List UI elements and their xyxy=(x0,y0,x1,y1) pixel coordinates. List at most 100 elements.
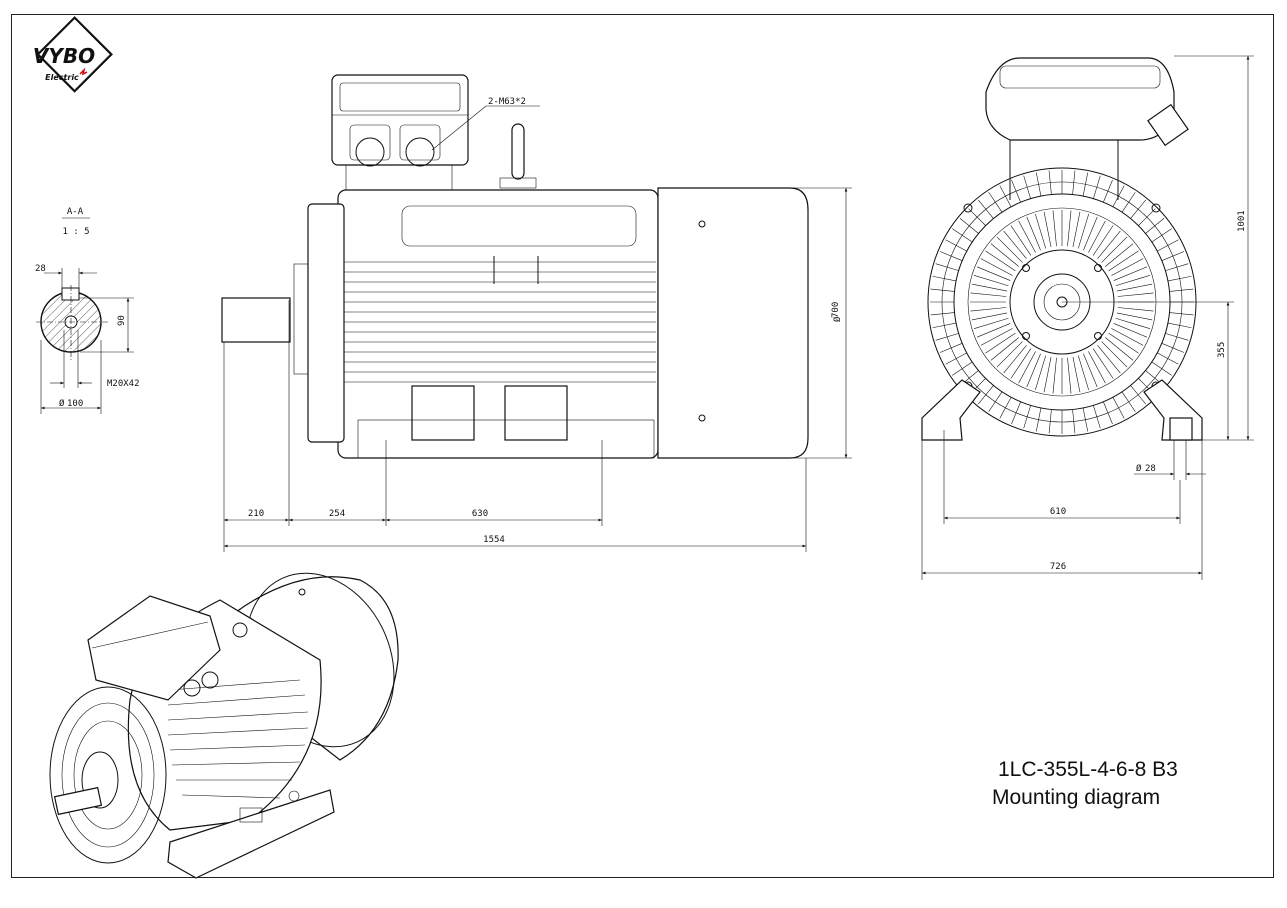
fan-blade xyxy=(1018,351,1036,384)
fan-blade xyxy=(1083,353,1098,388)
cooling-fin xyxy=(1157,239,1179,252)
cooling-fin xyxy=(1121,192,1136,213)
fan-blade xyxy=(1105,243,1134,267)
cooling-fin xyxy=(1165,333,1189,341)
diameter-symbol: Ø xyxy=(59,398,65,409)
flange-diameter-dim: 700 xyxy=(831,302,841,318)
dim-210: 210 xyxy=(248,509,264,519)
cooling-fin xyxy=(1011,179,1021,203)
cooling-fin xyxy=(939,251,963,261)
fan-blade xyxy=(1101,341,1128,368)
total-height-dim: 1001 xyxy=(1237,210,1247,232)
cooling-fin xyxy=(1145,218,1165,234)
cooling-fin xyxy=(945,239,967,252)
cooling-fin xyxy=(1035,172,1042,197)
fan-blade xyxy=(1043,211,1052,248)
fan-blade xyxy=(1115,317,1151,329)
fan-blade xyxy=(973,317,1009,329)
dim-254: 254 xyxy=(329,509,345,519)
key-width-dim: 28 xyxy=(35,264,46,274)
hole-diameter-dim: 28 xyxy=(1145,464,1156,474)
cooling-fin xyxy=(1161,343,1185,353)
cooling-fin xyxy=(932,275,957,282)
fan-blade xyxy=(1097,345,1121,374)
logo-sub-text: Electric xyxy=(45,73,79,82)
fan-blade xyxy=(1088,220,1106,253)
fan-blade xyxy=(1116,312,1153,321)
fan-blade xyxy=(971,283,1008,292)
end-view: 1001 355 Ø 28 610 726 xyxy=(921,55,1254,580)
fan-blade xyxy=(990,337,1019,361)
cooling-fin xyxy=(999,185,1012,207)
fan-blade xyxy=(1035,355,1047,391)
fan-blade xyxy=(1072,356,1081,393)
cooling-fin xyxy=(930,288,955,292)
fan-blade xyxy=(970,292,1007,297)
cooling-fin xyxy=(935,333,959,341)
shaft-section: A-A 1 : 5 28 90 M20X42 Ø 100 xyxy=(35,207,140,414)
cooling-fin xyxy=(1048,170,1052,195)
overall-width-dim: 726 xyxy=(1050,562,1066,572)
cooling-fin xyxy=(988,391,1003,412)
thread-dim: M20X42 xyxy=(107,379,140,389)
drawing-frame xyxy=(11,14,1274,878)
fan-blade xyxy=(1026,353,1041,388)
fan-blade xyxy=(1010,348,1032,379)
cooling-fin xyxy=(978,199,994,219)
fan-blade xyxy=(1115,275,1151,287)
fan-blade xyxy=(1003,345,1027,374)
fan-blade xyxy=(971,312,1008,321)
fan-blade xyxy=(1026,216,1041,251)
section-scale: 1 : 5 xyxy=(62,227,89,237)
fan-blade xyxy=(1116,283,1153,292)
cooling-fin xyxy=(1072,409,1076,434)
fan-blade xyxy=(973,275,1009,287)
cooling-fin xyxy=(1167,275,1192,282)
fan-blade xyxy=(976,323,1011,338)
cooling-fin xyxy=(1151,361,1172,376)
cooling-fin xyxy=(1169,288,1194,292)
dim-1554: 1554 xyxy=(483,535,505,545)
cooling-fin xyxy=(939,343,963,353)
fan-blade xyxy=(1111,328,1144,346)
side-view: 2-M63*2 xyxy=(221,74,852,552)
fan-blade xyxy=(1113,323,1148,338)
cooling-fin xyxy=(1035,407,1042,432)
cooling-fin xyxy=(932,322,957,329)
cooling-fin xyxy=(945,352,967,365)
fan-blade xyxy=(1077,213,1089,249)
cooling-fin xyxy=(1103,179,1113,203)
cooling-fin xyxy=(1023,175,1031,199)
isometric-view xyxy=(49,572,399,879)
fan-blade xyxy=(1035,213,1047,249)
cooling-fin xyxy=(1072,170,1076,195)
cooling-fin xyxy=(1011,401,1021,425)
fan-blade xyxy=(1117,307,1154,312)
brand-logo: VYBO Electric xyxy=(33,16,113,93)
cooling-fin xyxy=(1103,401,1113,425)
cooling-fin xyxy=(988,192,1003,213)
fan-blade xyxy=(990,243,1019,267)
cooling-fin xyxy=(1138,208,1156,226)
fan-blade xyxy=(985,332,1016,354)
fan-blade xyxy=(1111,258,1144,276)
cooling-fin xyxy=(1082,407,1089,432)
cooling-fin xyxy=(999,397,1012,419)
cooling-fin xyxy=(1157,352,1179,365)
cooling-fin xyxy=(1093,175,1101,199)
cooling-fin xyxy=(1130,199,1146,219)
height-dim: 90 xyxy=(117,315,127,326)
fan-blade xyxy=(1052,210,1057,247)
cable-gland-label: 2-M63*2 xyxy=(488,97,526,107)
cooling-fin xyxy=(978,385,994,405)
fan-blade xyxy=(1108,250,1139,272)
fan-blade xyxy=(1003,230,1027,259)
fan-blade xyxy=(970,307,1007,312)
fan-blade xyxy=(1077,355,1089,391)
cooling-fin xyxy=(1093,405,1101,429)
fan-blade xyxy=(1097,230,1121,259)
fan-blade xyxy=(1113,266,1148,281)
fan-blade xyxy=(996,341,1023,368)
cooling-fin xyxy=(1048,409,1052,434)
